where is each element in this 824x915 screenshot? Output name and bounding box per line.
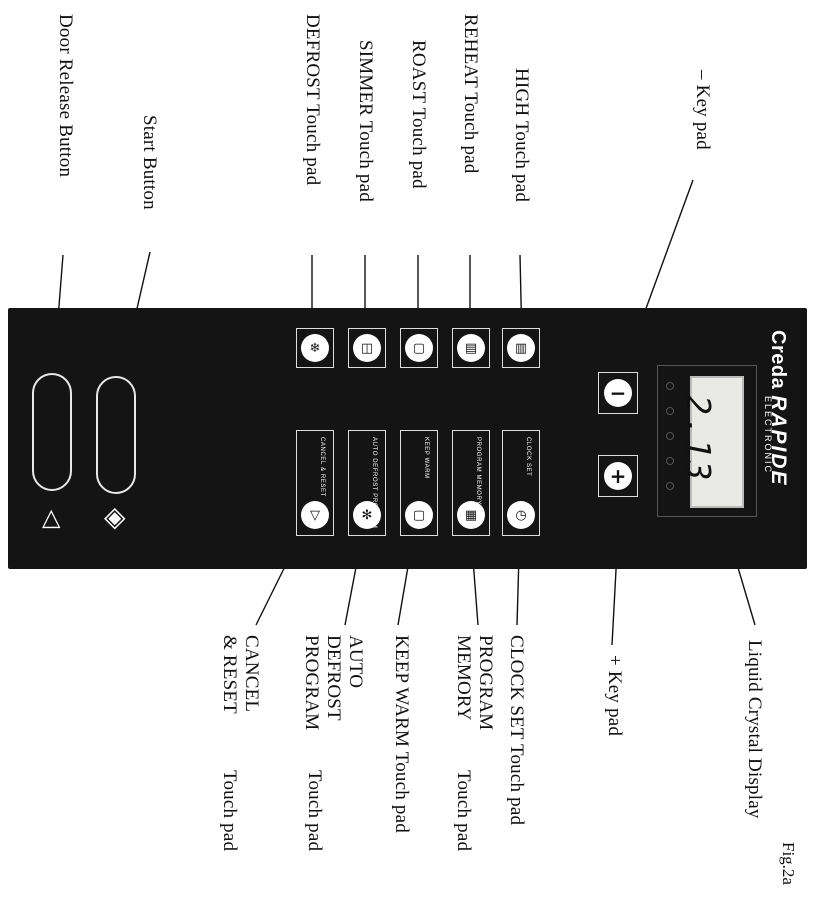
simmer-power-icon: ◫ <box>353 334 381 362</box>
clock-set-label: CLOCK SET Touch pad <box>506 635 527 826</box>
simmer-label: SIMMER Touch pad <box>355 40 376 202</box>
auto-defrost-touch-pad[interactable]: AUTO DEFROST PROGRAM ✻ <box>348 430 386 536</box>
minus-key-label: – Key pad <box>692 70 713 150</box>
program-memory-suffix: Touch pad <box>453 770 474 852</box>
keep-warm-pad-text: KEEP WARM <box>423 437 429 479</box>
indicator-dot <box>666 482 674 490</box>
keep-warm-touch-pad[interactable]: KEEP WARM ▢ <box>400 430 438 536</box>
high-touch-pad[interactable]: ▥ <box>502 328 540 368</box>
minus-symbol: − <box>609 381 627 405</box>
defrost-touch-pad[interactable]: ❄ <box>296 328 334 368</box>
program-memory-icon: ▦ <box>457 501 485 529</box>
brand-logo: CredaRAPIDE ELECTRONIC <box>763 330 790 487</box>
auto-defrost-icon: ✻ <box>353 501 381 529</box>
auto-defrost-line-3: PROGRAM <box>301 635 322 731</box>
simmer-touch-pad[interactable]: ◫ <box>348 328 386 368</box>
cancel-suffix: Touch pad <box>219 770 240 852</box>
cancel-label: CANCEL & RESET <box>218 635 262 714</box>
door-release-triangle-icon: ◁ <box>39 509 68 529</box>
auto-defrost-label: AUTO DEFROST PROGRAM <box>300 635 366 730</box>
defrost-label: DEFROST Touch pad <box>302 14 323 186</box>
roast-power-icon: ▢ <box>405 334 433 362</box>
start-button-label: Start Button <box>139 115 160 210</box>
roast-touch-pad[interactable]: ▢ <box>400 328 438 368</box>
model-subtitle: ELECTRONIC <box>763 396 773 475</box>
reheat-touch-pad[interactable]: ▤ <box>452 328 490 368</box>
plus-symbol: + <box>609 464 627 488</box>
auto-defrost-line-1: AUTO <box>345 635 366 689</box>
display-window <box>657 365 757 517</box>
keep-warm-icon: ▢ <box>405 501 433 529</box>
roast-label: ROAST Touch pad <box>408 40 429 189</box>
start-diamond-icon: ◈ <box>104 500 126 533</box>
plus-key-label: + Key pad <box>604 655 625 737</box>
door-release-label: Door Release Button <box>55 14 76 178</box>
defrost-snowflake-icon: ❄ <box>301 334 329 362</box>
minus-icon: − <box>604 379 632 407</box>
indicator-dot <box>666 407 674 415</box>
program-memory-touch-pad[interactable]: PROGRAM MEMORY ▦ <box>452 430 490 536</box>
program-memory-label: PROGRAM MEMORY <box>452 635 496 730</box>
start-button[interactable] <box>96 376 136 494</box>
brand-name: Creda <box>767 330 789 390</box>
display-indicators <box>662 382 678 490</box>
plus-icon: + <box>604 462 632 490</box>
lcd-label: Liquid Crystal Display <box>744 640 765 819</box>
display-value: 2.13 <box>679 395 718 483</box>
cancel-reset-pad-text: CANCEL & RESET <box>319 437 325 497</box>
cancel-line-1: CANCEL <box>241 635 262 713</box>
figure-label: Fig.2a <box>779 842 798 885</box>
reheat-power-icon: ▤ <box>457 334 485 362</box>
high-power-icon: ▥ <box>507 334 535 362</box>
cancel-line-2: & RESET <box>219 635 240 714</box>
door-release-button[interactable] <box>32 373 72 491</box>
minus-key-button[interactable]: − <box>598 372 638 414</box>
cancel-stop-icon: ▽ <box>301 501 329 529</box>
reheat-label: REHEAT Touch pad <box>460 14 481 174</box>
high-label: HIGH Touch pad <box>511 68 532 203</box>
program-memory-line-1: PROGRAM <box>475 635 496 731</box>
program-memory-pad-text: PROGRAM MEMORY <box>475 437 481 505</box>
auto-defrost-suffix: Touch pad <box>304 770 325 852</box>
clock-set-pad-text: CLOCK SET <box>525 437 531 477</box>
indicator-dot <box>666 432 674 440</box>
liquid-crystal-display <box>690 376 744 508</box>
keep-warm-label: KEEP WARM Touch pad <box>391 635 412 833</box>
cancel-reset-touch-pad[interactable]: CANCEL & RESET ▽ <box>296 430 334 536</box>
clock-icon: ◷ <box>507 501 535 529</box>
indicator-dot <box>666 457 674 465</box>
indicator-dot <box>666 382 674 390</box>
clock-set-touch-pad[interactable]: CLOCK SET ◷ <box>502 430 540 536</box>
plus-key-button[interactable]: + <box>598 455 638 497</box>
program-memory-line-2: MEMORY <box>453 635 474 721</box>
auto-defrost-line-2: DEFROST <box>323 635 344 721</box>
